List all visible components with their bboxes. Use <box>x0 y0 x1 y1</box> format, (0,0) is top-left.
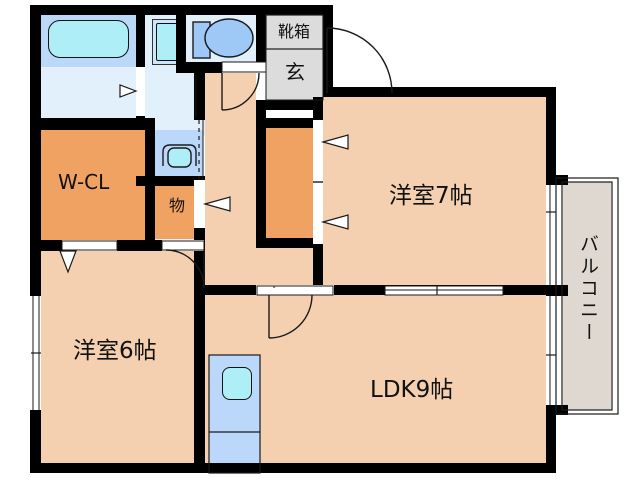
wall-washitsu6-east <box>194 240 205 473</box>
walk-in-closet-label: W-CL <box>58 170 110 194</box>
wall-wc-bottom <box>176 62 266 73</box>
wall-bath-right <box>136 15 145 118</box>
genkan-inner-door-opening[interactable] <box>256 67 266 100</box>
closet7-sliding-door-opening[interactable] <box>313 120 323 244</box>
storage-label: 物 <box>169 196 186 215</box>
toilet-room-floor <box>186 15 264 67</box>
wall-closet7-left <box>256 118 266 248</box>
wall-corridor-west-lower <box>194 180 205 295</box>
wall-genkan-west-lower <box>256 100 266 128</box>
bath-door-opening[interactable] <box>136 67 145 116</box>
balcony-sliding-door-opening-2[interactable] <box>546 296 558 405</box>
bathtub-icon <box>48 20 129 58</box>
wall-closet7-bottom <box>256 238 323 248</box>
washitsu6-door-opening[interactable] <box>162 240 204 251</box>
wall-genkan-east <box>323 5 333 97</box>
washitsu6-window-opening[interactable] <box>30 296 41 410</box>
shoe-cabinet-label: 靴箱 <box>278 22 311 41</box>
entrance-door <box>326 27 393 94</box>
genkan-label: 玄 <box>285 60 305 84</box>
washitsu-6-label: 洋室6帖 <box>73 338 157 364</box>
wall-vanity-bottom <box>136 176 205 186</box>
kitchen-sink-icon <box>222 367 252 400</box>
wall-outer-left <box>30 5 41 473</box>
wall-genkan-west <box>256 5 266 67</box>
wall-outer-bottom <box>30 463 556 473</box>
wall-wc-left <box>176 5 186 67</box>
wall-corridor-west-upper <box>194 73 205 120</box>
wall-genkan-bottom <box>256 100 323 110</box>
wall-outer-top-right <box>323 87 556 97</box>
wall-wcl-top <box>30 118 155 130</box>
wall-balcony-nub-top <box>546 175 568 185</box>
walk-in-closet-door-opening[interactable] <box>62 240 117 251</box>
washitsu-7-label: 洋室7帖 <box>389 183 473 209</box>
ldk-door-opening[interactable] <box>256 285 334 295</box>
wall-wcl-bottom <box>30 240 205 251</box>
washitsu-7-floor <box>323 97 556 295</box>
balcony-sliding-door-opening[interactable] <box>546 185 558 285</box>
balcony-label: バルコニー <box>577 234 599 344</box>
wall-wcl-right <box>145 118 155 242</box>
wall-closet7-top <box>256 118 323 128</box>
vanity-sink-base <box>155 130 203 180</box>
storage-door-opening[interactable] <box>194 180 205 228</box>
wall-washitsu7-south <box>205 285 556 295</box>
wall-balcony-nub-bottom <box>546 405 568 415</box>
wall-balcony-nub-mid <box>546 285 568 296</box>
ldk-floor <box>205 295 556 473</box>
ldk-label: LDK9帖 <box>370 377 454 403</box>
walk-in-closet-floor <box>41 130 153 240</box>
